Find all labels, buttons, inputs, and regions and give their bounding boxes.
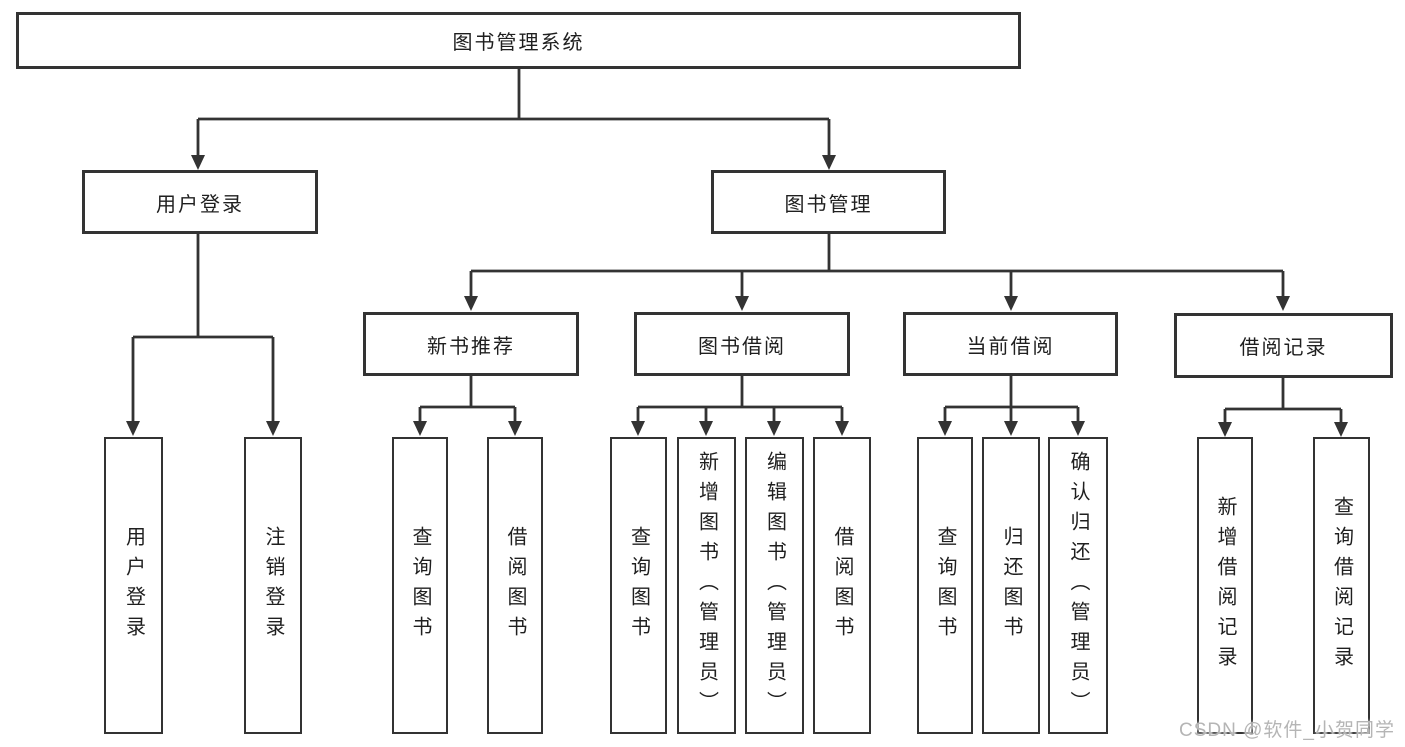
node-book-borrowing: 图书借阅 [634,312,850,376]
node-new-book-recommendation: 新书推荐 [363,312,579,376]
leaf-logout: 注销登录 [244,437,302,734]
leaf-add-books-admin: 新增图书（管理员） [677,437,736,734]
leaf-confirm-return-admin: 确认归还（管理员） [1048,437,1108,734]
node-borrowing-records: 借阅记录 [1174,313,1393,378]
leaf-query-borrow-record: 查询借阅记录 [1313,437,1370,734]
leaf-borrow-books-recommend: 借阅图书 [487,437,543,734]
node-book-management: 图书管理 [711,170,946,234]
leaf-query-books-current: 查询图书 [917,437,973,734]
leaf-query-books-recommend: 查询图书 [392,437,448,734]
leaf-add-borrow-record: 新增借阅记录 [1197,437,1253,734]
node-user-login: 用户登录 [82,170,318,234]
node-current-borrowing: 当前借阅 [903,312,1118,376]
node-library-management-system: 图书管理系统 [16,12,1021,69]
leaf-user-login: 用户登录 [104,437,163,734]
leaf-return-books: 归还图书 [982,437,1040,734]
leaf-borrow-books-borrowing: 借阅图书 [813,437,871,734]
leaf-query-books-borrowing: 查询图书 [610,437,667,734]
leaf-edit-books-admin: 编辑图书（管理员） [745,437,804,734]
